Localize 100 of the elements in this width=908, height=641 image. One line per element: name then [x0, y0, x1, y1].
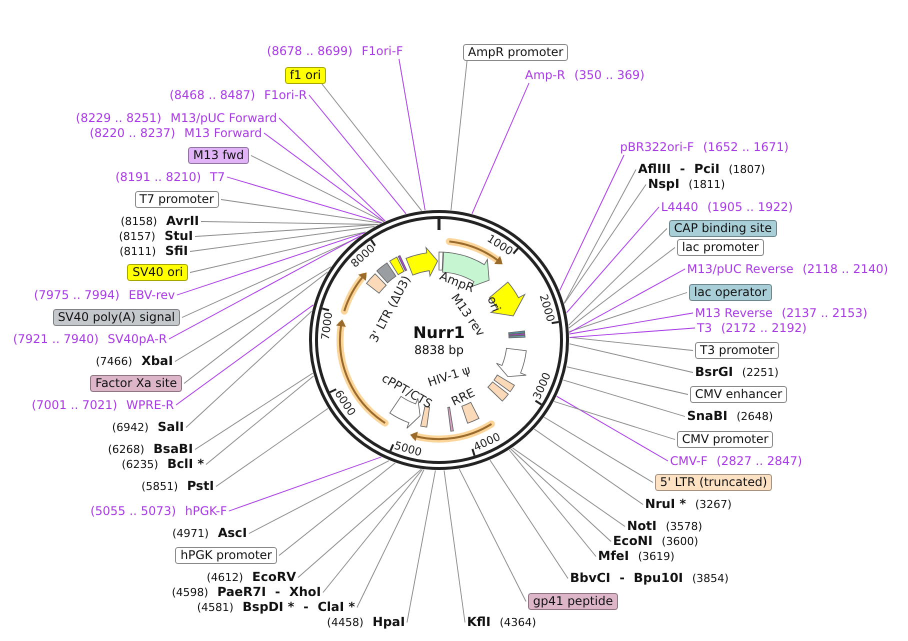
leader-line — [190, 226, 375, 252]
feature-label: Factor Xa site — [90, 375, 182, 392]
site-position: (4598) — [172, 585, 208, 601]
primer-position: (8229 .. 8251) — [76, 110, 162, 126]
leader-line — [322, 468, 423, 593]
leader-line — [194, 372, 314, 450]
enzyme-name: SfiI — [165, 243, 188, 259]
leader-line — [248, 460, 390, 534]
site-position: (4364) — [500, 615, 536, 631]
leader-line — [566, 366, 688, 395]
leader-line — [490, 460, 568, 579]
leader-line — [554, 401, 676, 440]
primer-name: CMV-F — [670, 453, 708, 469]
leader-line — [510, 448, 612, 542]
enzyme-name: MfeI — [598, 548, 630, 564]
leader-line — [406, 470, 436, 623]
enzyme-name: Bpu10I — [634, 570, 684, 586]
enzyme-name: EcoRV — [252, 569, 296, 585]
enzyme-name: PaeR7I — [217, 584, 266, 600]
primer-position: (2137 .. 2153) — [782, 305, 868, 321]
enzyme-name: - — [680, 161, 686, 177]
primer-position: (7001 .. 7021) — [32, 397, 118, 413]
feature-name: RRE — [449, 386, 477, 408]
site-position: (6268) — [108, 442, 144, 458]
leader-line — [544, 416, 654, 483]
leader-line — [278, 462, 396, 556]
leader-line — [564, 184, 646, 304]
primer-name: M13/pUC Forward — [170, 110, 277, 126]
primer-position: (2172 .. 2192) — [720, 320, 807, 336]
feature-label: lac operator — [689, 284, 772, 301]
primer-name: WPRE-R — [126, 397, 174, 413]
leader-line — [568, 292, 688, 332]
leader-line — [568, 228, 668, 326]
leader-line — [568, 312, 694, 334]
enzyme-name: AflIII — [638, 161, 671, 177]
leader-line — [566, 206, 660, 314]
primer-name: T7 — [210, 169, 225, 185]
site-position: (5851) — [141, 479, 178, 495]
site-position: (8157) — [118, 229, 156, 245]
feature-label: CAP binding site — [669, 220, 777, 237]
enzyme-name: NruI * — [645, 496, 686, 512]
enzyme-name: XbaI — [141, 353, 173, 369]
feature-label: CMV enhancer — [690, 386, 788, 403]
primer-name: M13/pUC Reverse — [687, 261, 794, 277]
site-position: (3854) — [692, 571, 729, 587]
site-position: (8111) — [120, 244, 156, 260]
leader-line — [398, 58, 426, 211]
site-position: (1811) — [688, 177, 726, 193]
primer-position: (350 .. 369) — [574, 67, 645, 83]
primer-position: (8191 .. 8210) — [115, 169, 202, 185]
leader-line — [174, 266, 332, 362]
leader-line — [356, 469, 424, 608]
feature-label: f1 ori — [284, 67, 326, 84]
enzyme-name: ClaI * — [318, 599, 355, 615]
site-position: (1807) — [728, 162, 766, 178]
enzyme-name: HpaI — [372, 614, 405, 630]
enzyme-name: BspDI * — [242, 599, 294, 615]
leader-line — [562, 380, 686, 417]
leader-line — [458, 468, 526, 602]
feature-label: CMV promoter — [677, 431, 774, 448]
feature-label: lac promoter — [677, 239, 764, 256]
enzyme-name: BbvCI — [570, 570, 610, 586]
enzyme-name: KflI — [467, 614, 491, 630]
site-position: (3619) — [638, 549, 675, 565]
leader-line — [190, 232, 366, 273]
site-position: (4971) — [172, 526, 209, 542]
primer-name: M13 Reverse — [695, 305, 773, 321]
leader-line — [220, 199, 382, 224]
leader-line — [556, 396, 668, 462]
feature-name: ori — [486, 294, 502, 314]
leader-line — [176, 304, 314, 406]
primer-position: (7975 .. 7994) — [34, 287, 120, 303]
primer-name: F1ori-R — [264, 87, 307, 103]
primer-position: (1652 .. 1671) — [702, 139, 789, 155]
primer-name: Amp-R — [525, 67, 566, 83]
leader-line — [512, 447, 626, 527]
primer-position: (8678 .. 8699) — [266, 43, 353, 59]
leader-line — [444, 470, 466, 623]
leader-line — [568, 343, 694, 373]
enzyme-name: - — [619, 570, 625, 586]
enzyme-name: BsaBI — [153, 441, 193, 457]
feature-label: T7 promoter — [134, 191, 219, 208]
primer-name: M13 Forward — [184, 125, 262, 141]
primer-name: EBV-rev — [128, 287, 175, 303]
enzyme-name: NspI — [648, 176, 680, 192]
feature-label: AmpR promoter — [463, 44, 568, 61]
primer-name: pBR322ori-F — [620, 139, 694, 155]
site-position: (4581) — [196, 600, 234, 616]
leader-line — [508, 450, 596, 557]
leader-line — [194, 224, 379, 237]
primer-position: (7921 .. 7940) — [12, 331, 99, 347]
site-position: (8158) — [120, 214, 158, 230]
leader-line — [206, 376, 314, 465]
primer-position: (8468 .. 8487) — [169, 87, 256, 103]
scale-label: 5000 — [394, 440, 424, 458]
leader-line — [569, 336, 694, 351]
leader-line — [176, 232, 366, 296]
site-position: (4458) — [326, 615, 364, 631]
enzyme-name: - — [303, 599, 309, 615]
primer-position: (8220 .. 8237) — [90, 125, 176, 141]
